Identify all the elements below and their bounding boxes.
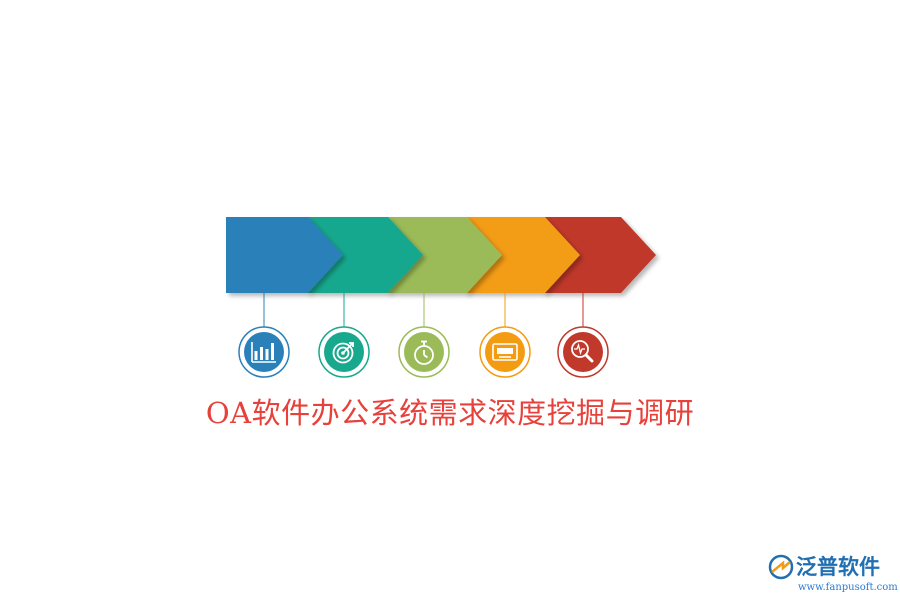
process-arrow-2 [306, 217, 423, 293]
stopwatch-icon [414, 340, 434, 365]
target-icon [332, 342, 354, 364]
brand-logo: 泛普软件 www.fanpusoft.com [768, 552, 898, 596]
brand-url: www.fanpusoft.com [798, 582, 898, 593]
process-arrow-5 [542, 217, 656, 293]
step-icon-1 [238, 326, 290, 378]
process-arrow-1 [226, 217, 343, 293]
brand-logo-icon [768, 554, 794, 580]
screen-icon [492, 343, 518, 361]
process-arrow-3 [386, 217, 502, 293]
step-icon-2 [318, 326, 370, 378]
step-icon-5 [557, 326, 609, 378]
bar-chart-icon [251, 342, 276, 363]
process-arrow-4 [464, 217, 580, 293]
step-icon-3 [398, 326, 450, 378]
brand-name: 泛普软件 [796, 555, 880, 579]
search-icon [571, 340, 594, 363]
step-icon-4 [479, 326, 531, 378]
page-title: OA软件办公系统需求深度挖掘与调研 [205, 396, 695, 430]
